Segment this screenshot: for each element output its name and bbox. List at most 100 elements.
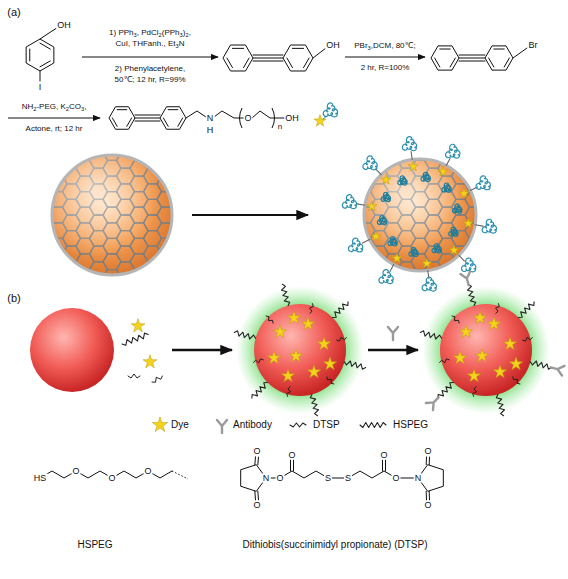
peg-coil	[432, 244, 441, 253]
benzene-ring	[160, 107, 186, 130]
text-part: Br	[529, 40, 538, 50]
atom-label: O	[143, 467, 152, 476]
dye-star	[371, 231, 381, 241]
text-part: 1) PPh	[109, 28, 133, 37]
peg-coil	[409, 247, 418, 256]
fullerene-rim	[52, 155, 172, 275]
legend-text: DTSP	[312, 420, 341, 430]
atom-label: O	[107, 474, 116, 483]
reaction-arrow	[8, 117, 100, 118]
carbonyl	[426, 491, 427, 500]
atom-label: OH	[325, 41, 341, 50]
carbonyl	[290, 460, 291, 471]
dye-star	[267, 351, 280, 364]
text-part: O	[253, 500, 260, 510]
peg-coil	[323, 103, 337, 117]
subscript: 3	[134, 32, 137, 38]
hspeg-chain	[234, 331, 255, 339]
dye-star	[392, 253, 402, 263]
peg-coil	[363, 156, 377, 170]
ring-double-bond	[178, 118, 183, 126]
dye-star	[152, 417, 168, 432]
peg-coil	[442, 183, 451, 192]
dtsp-chain	[327, 377, 334, 384]
legend-text: Antibody	[232, 420, 273, 430]
dye-star	[289, 349, 302, 362]
text-part: HSPEG	[393, 419, 428, 430]
dtsp-chain	[128, 374, 140, 378]
text-part: S	[345, 473, 351, 483]
ring-double-bond	[40, 43, 50, 49]
ring-double-bond	[117, 109, 127, 110]
hspeg-chain	[438, 383, 454, 399]
benzene-ring	[223, 45, 253, 71]
text-part: O	[424, 446, 431, 456]
text-part: CuI, THFanh., Et	[116, 39, 176, 48]
bond	[186, 111, 206, 118]
carbonyl	[257, 491, 259, 500]
dye-star	[287, 311, 300, 324]
fluorescence-glow	[422, 286, 550, 414]
dye-star	[463, 218, 473, 228]
structure-name: Dithiobis(succinimidyl propionate) (DTSP…	[241, 540, 428, 550]
peg-coil	[446, 144, 460, 158]
antibody-shape	[426, 394, 442, 410]
chain-continuation	[172, 471, 188, 479]
triple-bond	[135, 115, 160, 116]
text-part: -PEG, K	[36, 102, 65, 111]
carbonyl	[385, 460, 386, 471]
dye-star	[438, 166, 448, 176]
text-part: O	[276, 473, 283, 483]
atom-label: O	[423, 447, 432, 456]
hspeg-chain	[496, 394, 504, 415]
peg-coil	[381, 192, 390, 201]
carbonyl	[257, 457, 259, 465]
antibody-shape	[549, 363, 564, 376]
text-part: O	[253, 446, 260, 456]
triple-bond	[253, 61, 283, 62]
process-arrow	[172, 349, 232, 352]
dye-star	[449, 245, 459, 255]
ring-double-bond	[287, 58, 293, 68]
condition-text: 2 hr, R=100%	[360, 64, 411, 72]
text-part: )	[183, 28, 186, 37]
hspeg-chain	[468, 284, 476, 305]
benzene-ring	[431, 46, 459, 70]
ring-double-bond	[40, 61, 50, 67]
peg-coil	[342, 195, 356, 209]
fullerene-rim	[364, 159, 476, 271]
dye-star	[422, 258, 432, 268]
peg-tether	[475, 225, 483, 226]
antibody-shape	[460, 271, 473, 286]
text-part: ,	[189, 28, 191, 37]
benzene-ring	[485, 46, 513, 70]
subscript: 2	[159, 32, 162, 38]
peg-coil	[422, 277, 436, 291]
peg-coil	[452, 204, 461, 213]
text-part: ,DCM, 80℃;	[371, 41, 416, 50]
dtsp-chain	[310, 304, 314, 314]
peg-coil	[482, 219, 496, 233]
atom-label: O	[275, 474, 284, 483]
peg-coil	[388, 237, 397, 246]
antibody-icon	[460, 271, 473, 286]
fluorescence-glow	[236, 286, 364, 414]
hspeg-chain	[420, 331, 441, 339]
triple-bond	[459, 58, 485, 59]
ring-double-bond	[494, 49, 504, 50]
text-part: O	[288, 450, 295, 460]
process-arrow	[368, 349, 418, 352]
dye-star	[307, 365, 320, 378]
atom-label: O	[71, 467, 80, 476]
text-part: S	[325, 473, 331, 483]
peg-coil	[379, 270, 393, 284]
text-part: I	[39, 82, 42, 92]
hspeg-chain	[360, 423, 386, 428]
dye-star	[453, 351, 466, 364]
fullerene-shine	[364, 159, 476, 271]
dye-star	[408, 161, 418, 171]
fullerene-shine	[52, 155, 172, 275]
text-part: Actone, rt; 12 hr	[26, 124, 83, 133]
ring-double-bond	[227, 58, 233, 68]
